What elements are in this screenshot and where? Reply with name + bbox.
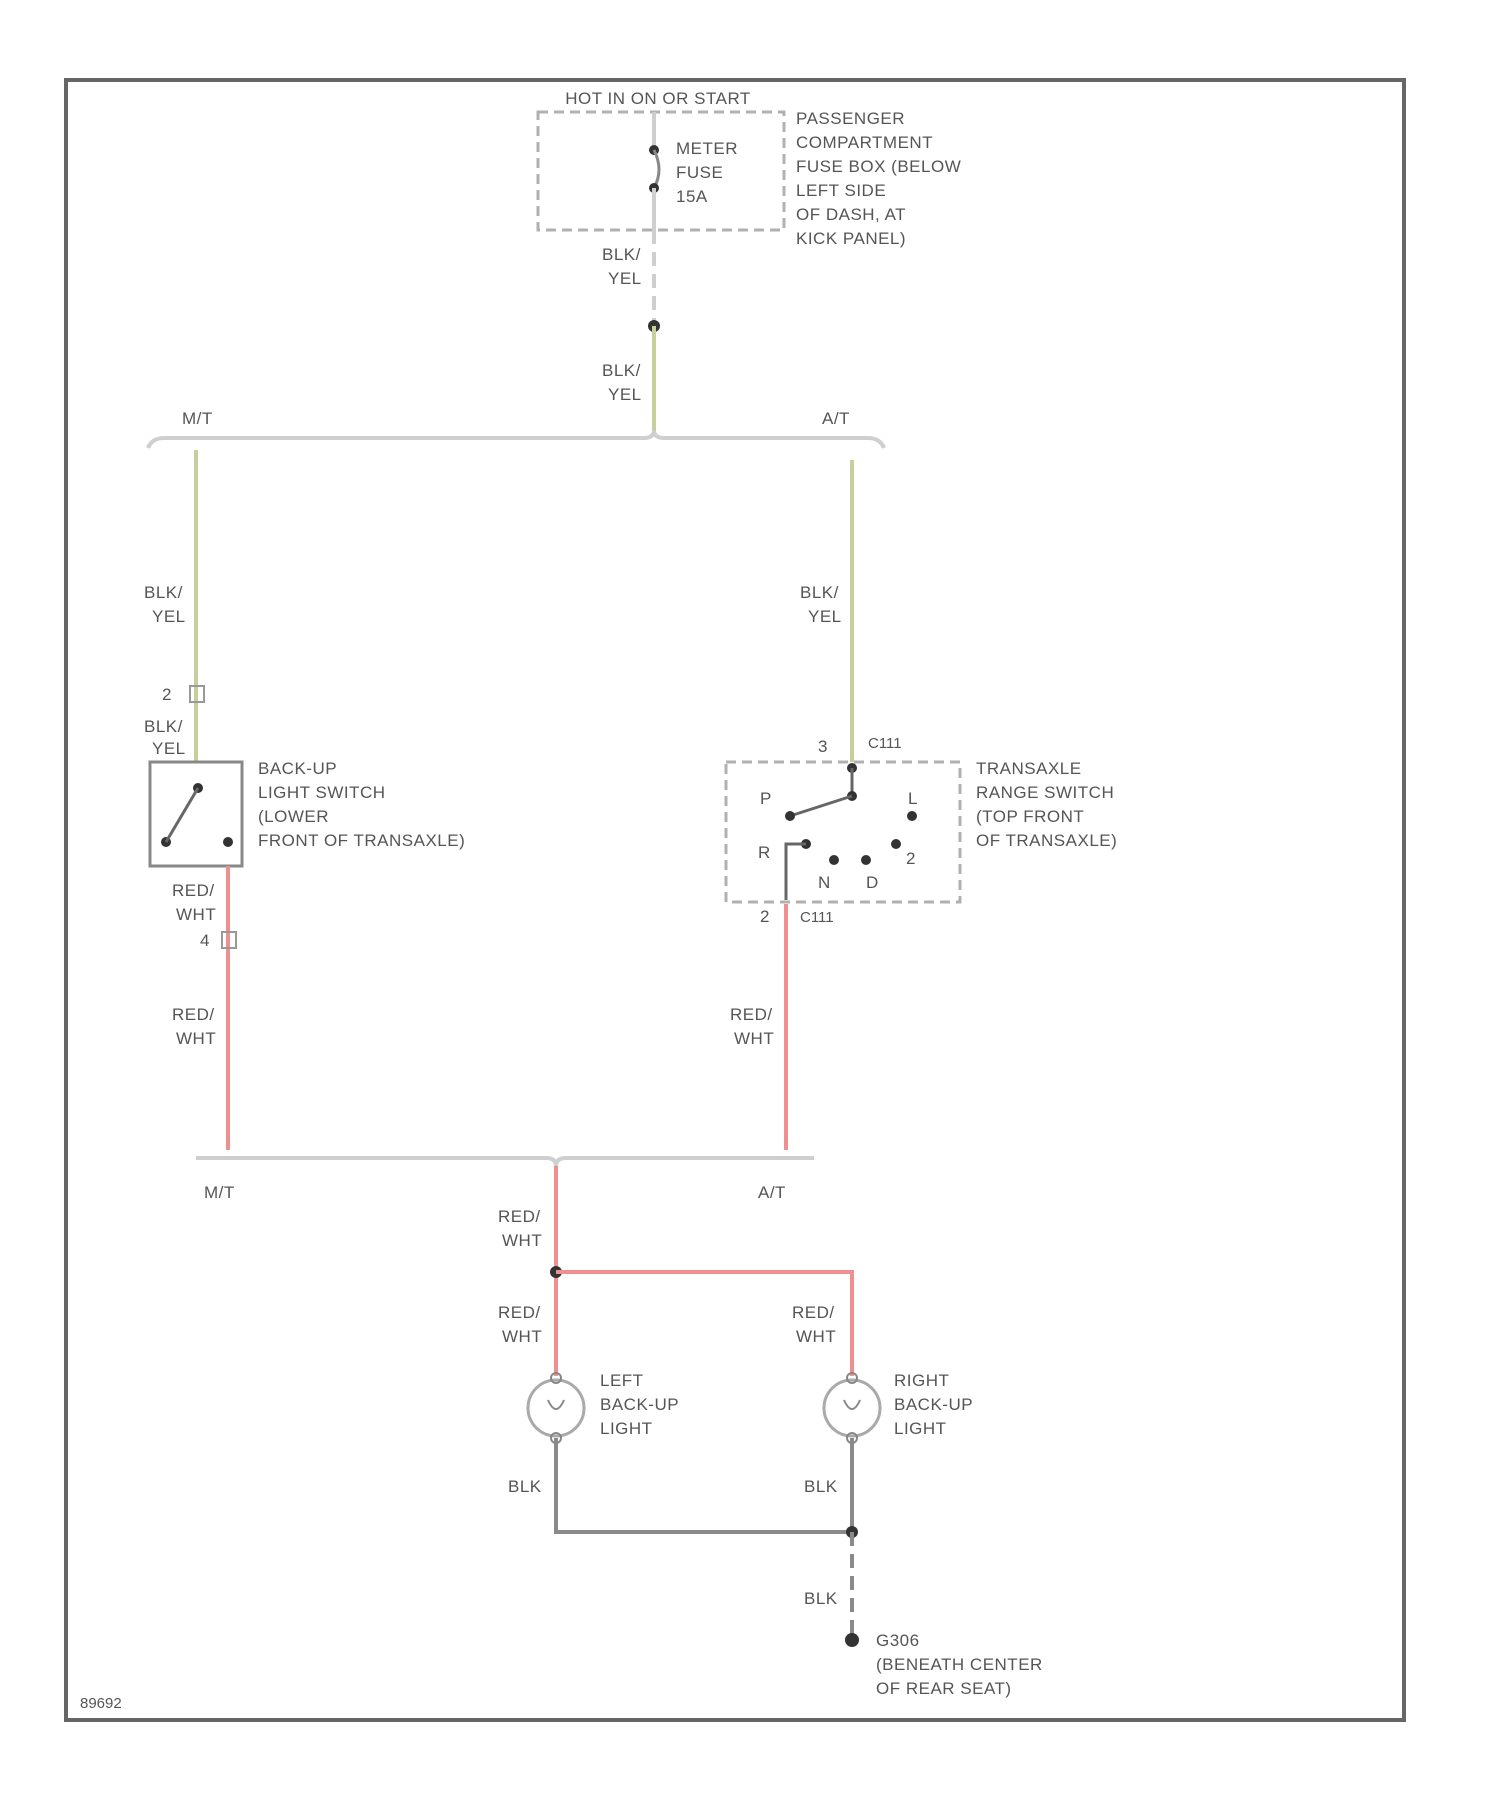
right-backup-light-icon <box>824 1373 880 1443</box>
svg-text:OF DASH, AT: OF DASH, AT <box>796 205 906 224</box>
left-backup-light-icon <box>528 1373 584 1443</box>
svg-text:FRONT OF TRANSAXLE): FRONT OF TRANSAXLE) <box>258 831 465 850</box>
svg-text:BACK-UP: BACK-UP <box>258 759 337 778</box>
svg-text:(TOP FRONT: (TOP FRONT <box>976 807 1084 826</box>
wire-label-blk-ground: BLK <box>804 1589 838 1608</box>
svg-text:TRANSAXLE: TRANSAXLE <box>976 759 1082 778</box>
wire-label-mt-c: BLK/ <box>144 717 183 736</box>
wire-label-at-red-b: WHT <box>734 1029 774 1048</box>
wire-label-blk-yel-2b: YEL <box>608 385 642 404</box>
option-bracket-lower <box>196 1158 814 1166</box>
backup-switch-pin-out: 4 <box>200 931 210 950</box>
svg-text:RANGE SWITCH: RANGE SWITCH <box>976 783 1114 802</box>
svg-text:BACK-UP: BACK-UP <box>894 1395 973 1414</box>
wire-label-blk-left: BLK <box>508 1477 542 1496</box>
wire-label-at-a: BLK/ <box>800 583 839 602</box>
wire-label-right-light-a: RED/ <box>792 1303 835 1322</box>
fuse-type: FUSE <box>676 163 723 182</box>
option-label-at-lower: A/T <box>758 1183 786 1202</box>
wire-label-mt-b: YEL <box>152 607 186 626</box>
wire-label-blk-yel-2a: BLK/ <box>602 361 641 380</box>
backup-switch-label: BACK-UP LIGHT SWITCH (LOWER FRONT OF TRA… <box>258 759 465 850</box>
left-backup-light-label: LEFT BACK-UP LIGHT <box>600 1371 679 1438</box>
svg-text:(LOWER: (LOWER <box>258 807 329 826</box>
ground-point-icon <box>845 1633 859 1647</box>
fuse-box-location: PASSENGER COMPARTMENT FUSE BOX (BELOW LE… <box>796 109 961 248</box>
diagram-id: 89692 <box>80 1695 122 1712</box>
ground-location-1: (BENEATH CENTER <box>876 1655 1043 1674</box>
fuse-rating: 15A <box>676 187 708 206</box>
ground-location-2: OF REAR SEAT) <box>876 1679 1012 1698</box>
svg-text:BACK-UP: BACK-UP <box>600 1395 679 1414</box>
fuse-icon <box>654 150 659 188</box>
range-switch-blade-icon <box>790 796 852 816</box>
wire-label-mt-red-a: RED/ <box>172 881 215 900</box>
range-switch-label: TRANSAXLE RANGE SWITCH (TOP FRONT OF TRA… <box>976 759 1117 850</box>
switch-blade-icon <box>166 788 198 842</box>
wire-label-right-light-b: WHT <box>796 1327 836 1346</box>
wire-label-mt-red-d: WHT <box>176 1029 216 1048</box>
wire-label-mt-red-c: RED/ <box>172 1005 215 1024</box>
range-switch-contacts <box>785 763 917 900</box>
diagram-frame <box>66 80 1404 1720</box>
svg-text:LEFT: LEFT <box>600 1371 644 1390</box>
option-label-mt-upper: M/T <box>182 409 213 428</box>
wire-label-at-b: YEL <box>808 607 842 626</box>
range-pos-p: P <box>760 789 772 808</box>
wire-label-common-b: WHT <box>502 1231 542 1250</box>
wire-label-mt-red-b: WHT <box>176 905 216 924</box>
transaxle-range-switch <box>726 762 960 902</box>
wire-label-mt-d: YEL <box>152 739 186 758</box>
wire-label-left-light-a: RED/ <box>498 1303 541 1322</box>
range-pos-r: R <box>758 843 771 862</box>
range-pos-l: L <box>908 789 918 808</box>
backup-light-switch <box>150 762 242 866</box>
right-backup-light-label: RIGHT BACK-UP LIGHT <box>894 1371 973 1438</box>
wire-label-left-light-b: WHT <box>502 1327 542 1346</box>
fuse-name: METER <box>676 139 738 158</box>
svg-text:RIGHT: RIGHT <box>894 1371 949 1390</box>
meter-fuse <box>649 112 659 230</box>
backup-switch-pin-in: 2 <box>162 685 172 704</box>
wire-label-at-red-a: RED/ <box>730 1005 773 1024</box>
svg-text:OF TRANSAXLE): OF TRANSAXLE) <box>976 831 1117 850</box>
wire-to-right-light <box>556 1272 852 1376</box>
option-label-mt-lower: M/T <box>204 1183 235 1202</box>
svg-text:COMPARTMENT: COMPARTMENT <box>796 133 933 152</box>
range-switch-connector-out: C111 <box>800 909 834 926</box>
wire-label-blk-right: BLK <box>804 1477 838 1496</box>
range-switch-connector-in: C111 <box>868 735 902 752</box>
range-pos-2: 2 <box>906 849 916 868</box>
ground-id: G306 <box>876 1631 920 1650</box>
fuse-box <box>538 112 784 230</box>
svg-text:KICK PANEL): KICK PANEL) <box>796 229 906 248</box>
svg-text:PASSENGER: PASSENGER <box>796 109 905 128</box>
power-source-label: HOT IN ON OR START <box>565 89 751 108</box>
wire-label-blk-yel-1a: BLK/ <box>602 245 641 264</box>
svg-text:LIGHT: LIGHT <box>894 1419 947 1438</box>
wire-label-mt-a: BLK/ <box>144 583 183 602</box>
svg-text:LIGHT: LIGHT <box>600 1419 653 1438</box>
svg-text:LEFT SIDE: LEFT SIDE <box>796 181 886 200</box>
svg-text:FUSE BOX (BELOW: FUSE BOX (BELOW <box>796 157 961 176</box>
option-label-at-upper: A/T <box>822 409 850 428</box>
svg-text:LIGHT SWITCH: LIGHT SWITCH <box>258 783 386 802</box>
wire-label-blk-yel-1b: YEL <box>608 269 642 288</box>
range-pos-d: D <box>866 873 879 892</box>
wire-label-common-a: RED/ <box>498 1207 541 1226</box>
range-pos-n: N <box>818 873 831 892</box>
range-switch-pin-out: 2 <box>760 907 770 926</box>
range-switch-pin-in: 3 <box>818 737 828 756</box>
option-bracket-upper <box>148 430 884 448</box>
